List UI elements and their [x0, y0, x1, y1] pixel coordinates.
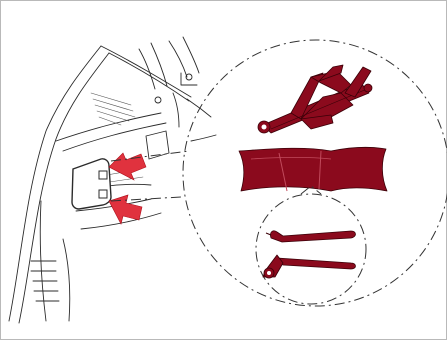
scissor-jack	[258, 65, 372, 133]
lug-wrench	[263, 255, 356, 278]
tire-lever	[266, 231, 356, 242]
tool-detail-circle	[256, 194, 366, 304]
trunk-side-panel	[9, 37, 216, 323]
access-cover	[72, 159, 111, 209]
tool-bag	[239, 147, 387, 191]
